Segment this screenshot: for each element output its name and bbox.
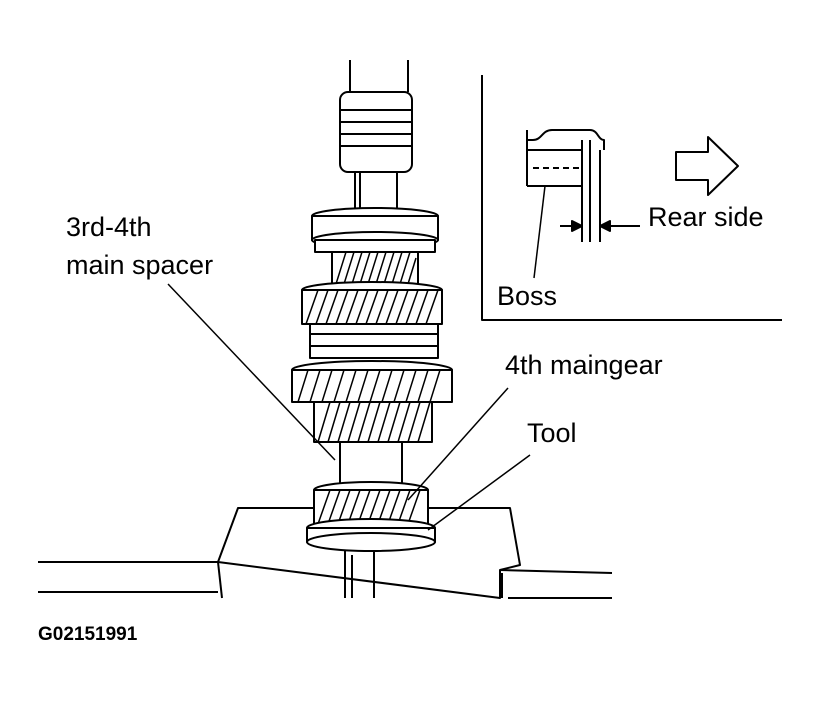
gear-stack: [291, 207, 453, 552]
boss-label: Boss: [497, 281, 558, 311]
press-ram: [339, 60, 413, 210]
inset-detail: [481, 75, 782, 321]
rear-side-label: Rear side: [648, 202, 764, 232]
spacer-label-line1: 3rd-4th: [66, 212, 152, 242]
right-arrow-icon: [675, 136, 739, 196]
press-base: [38, 507, 613, 599]
leader-lines: [167, 283, 531, 531]
figure-code: G02151991: [38, 624, 138, 645]
spacer-label-line2: main spacer: [66, 250, 214, 280]
maingear-label: 4th maingear: [505, 350, 663, 380]
tool-label: Tool: [527, 418, 577, 448]
